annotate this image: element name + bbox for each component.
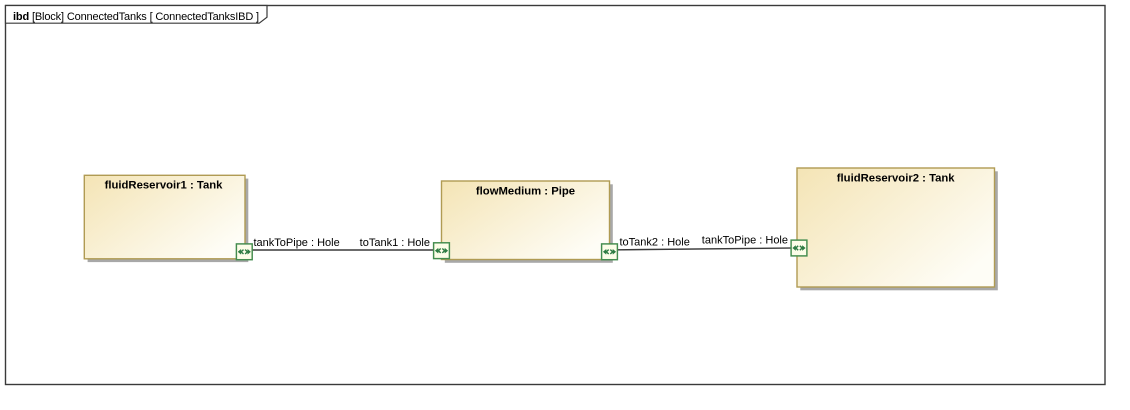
svg-text:toTank1 : Hole: toTank1 : Hole [360, 237, 430, 249]
svg-text:flowMedium : Pipe: flowMedium : Pipe [476, 186, 575, 198]
svg-text:tankToPipe : Hole: tankToPipe : Hole [254, 237, 340, 249]
svg-text:toTank2 : Hole: toTank2 : Hole [620, 237, 690, 249]
svg-text:ibd [Block] ConnectedTanks [ C: ibd [Block] ConnectedTanks [ ConnectedTa… [13, 11, 259, 23]
svg-text:tankToPipe : Hole: tankToPipe : Hole [702, 234, 788, 246]
svg-text:fluidReservoir1 : Tank: fluidReservoir1 : Tank [105, 180, 224, 192]
svg-text:fluidReservoir2 : Tank: fluidReservoir2 : Tank [837, 172, 956, 184]
